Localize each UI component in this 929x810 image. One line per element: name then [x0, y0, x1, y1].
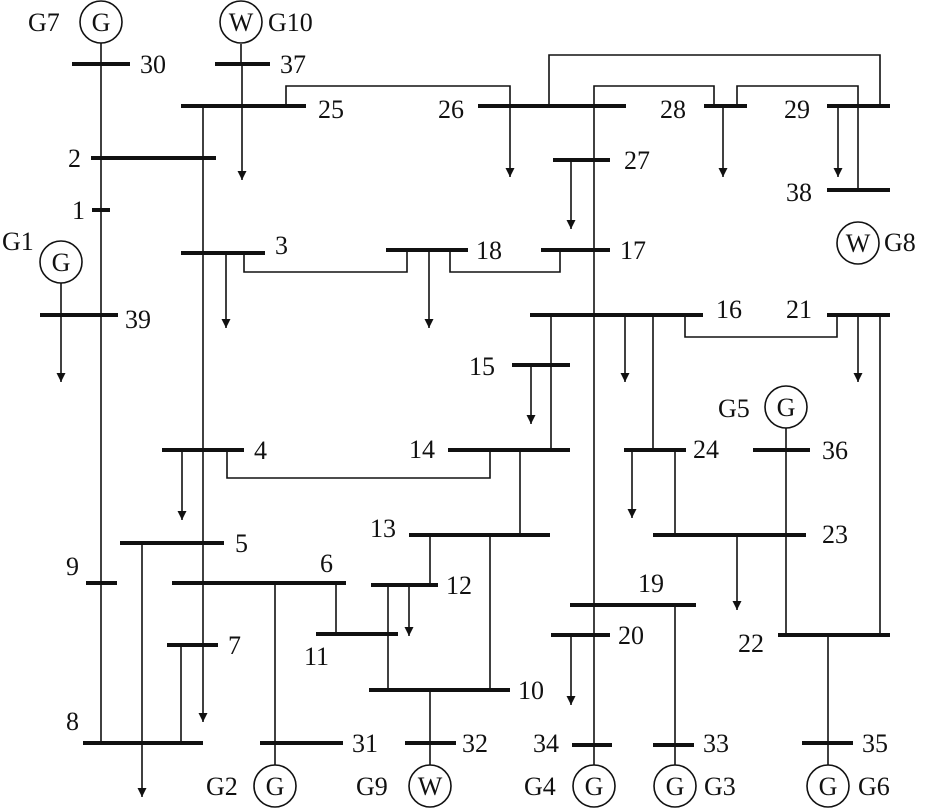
- generator-label-G2: G2: [206, 772, 238, 801]
- generator-symbols: G W G W G G W G: [39, 0, 880, 808]
- bus-label-4: 4: [254, 436, 267, 465]
- bus-label-10: 10: [518, 676, 544, 705]
- bus-bars: [40, 62, 890, 747]
- line-18-17: [449, 250, 561, 273]
- bus-label-14: 14: [409, 435, 435, 464]
- bus-label-24: 24: [693, 435, 719, 464]
- generator-label-G8: G8: [884, 228, 916, 257]
- generator-label-G5: G5: [718, 394, 750, 423]
- bus-label-11: 11: [304, 642, 329, 671]
- bus-label-19: 19: [638, 569, 664, 598]
- generator-symbol-G7: G: [79, 0, 123, 44]
- bus-label-5: 5: [235, 529, 248, 558]
- bus-label-28: 28: [660, 95, 686, 124]
- generator-symbol-G4: G: [572, 764, 616, 808]
- generator-type-G2: G: [266, 772, 285, 801]
- bus-label-16: 16: [716, 295, 742, 324]
- generator-type-G1: G: [52, 248, 71, 277]
- generator-symbol-G6: G: [806, 764, 850, 808]
- generator-label-G7: G7: [28, 8, 60, 37]
- bus-label-6: 6: [320, 549, 333, 578]
- bus-label-31: 31: [352, 729, 378, 758]
- bus-label-18: 18: [476, 236, 502, 265]
- generator-label-G3: G3: [704, 772, 736, 801]
- bus-label-8: 8: [66, 707, 79, 736]
- branch-lines: [60, 40, 881, 770]
- bus-label-25: 25: [318, 95, 344, 124]
- generator-labels: G7 G10 G1 G8 G5 G2 G9 G4 G3 G6: [2, 8, 916, 801]
- bus-label-27: 27: [624, 146, 650, 175]
- line-25-26: [285, 85, 511, 106]
- bus-label-2: 2: [68, 144, 81, 173]
- generator-label-G1: G1: [2, 227, 34, 256]
- generator-label-G6: G6: [858, 772, 890, 801]
- bus-label-33: 33: [703, 729, 729, 758]
- generator-symbol-G1: G: [39, 240, 83, 284]
- generator-label-G9: G9: [356, 772, 388, 801]
- bus-label-37: 37: [280, 50, 306, 79]
- line-26-29: [548, 54, 881, 106]
- bus-label-12: 12: [446, 571, 472, 600]
- bus-label-21: 21: [786, 295, 812, 324]
- generator-label-G10: G10: [268, 8, 313, 37]
- bus-label-22: 22: [738, 629, 764, 658]
- generator-symbol-G3: G: [653, 764, 697, 808]
- line-16-21: [684, 315, 838, 338]
- generator-type-G9: W: [418, 772, 443, 801]
- generator-symbol-G8: W: [836, 221, 880, 265]
- generator-symbol-G9: W: [408, 764, 452, 808]
- bus-labels: 1 2 3 4 5 6 7 8 9 10 11 12 13 14 15 16 1…: [66, 50, 888, 758]
- bus-label-35: 35: [862, 729, 888, 758]
- bus-label-36: 36: [822, 436, 848, 465]
- bus-label-38: 38: [786, 178, 812, 207]
- generator-symbol-G5: G: [764, 385, 808, 429]
- bus-label-34: 34: [533, 729, 559, 758]
- bus-label-9: 9: [66, 552, 79, 581]
- bus-label-7: 7: [228, 631, 241, 660]
- generator-symbol-G10: W: [219, 0, 263, 44]
- generator-label-G4: G4: [524, 772, 556, 801]
- generator-type-G6: G: [819, 772, 838, 801]
- line-4-14: [226, 450, 491, 479]
- generator-type-G5: G: [777, 393, 796, 422]
- generator-symbol-G2: G: [253, 764, 297, 808]
- bus-label-17: 17: [620, 236, 646, 265]
- line-3-18: [243, 250, 408, 273]
- line-26-28: [593, 85, 715, 106]
- bus-label-15: 15: [469, 352, 495, 381]
- bus-label-30: 30: [140, 50, 166, 79]
- bus-label-29: 29: [784, 95, 810, 124]
- bus-label-13: 13: [370, 514, 396, 543]
- bus-label-23: 23: [822, 520, 848, 549]
- bus-label-26: 26: [438, 95, 464, 124]
- generator-type-G3: G: [666, 772, 685, 801]
- generator-type-G7: G: [92, 8, 111, 37]
- generator-type-G10: W: [229, 8, 254, 37]
- load-arrows: [56, 64, 863, 797]
- bus-label-3: 3: [275, 231, 288, 260]
- bus-label-20: 20: [618, 621, 644, 650]
- line-28-29: [736, 85, 859, 106]
- bus-label-32: 32: [462, 729, 488, 758]
- bus-label-39: 39: [125, 305, 151, 334]
- bus-label-1: 1: [72, 196, 85, 225]
- generator-type-G4: G: [585, 772, 604, 801]
- generator-type-G8: W: [846, 229, 871, 258]
